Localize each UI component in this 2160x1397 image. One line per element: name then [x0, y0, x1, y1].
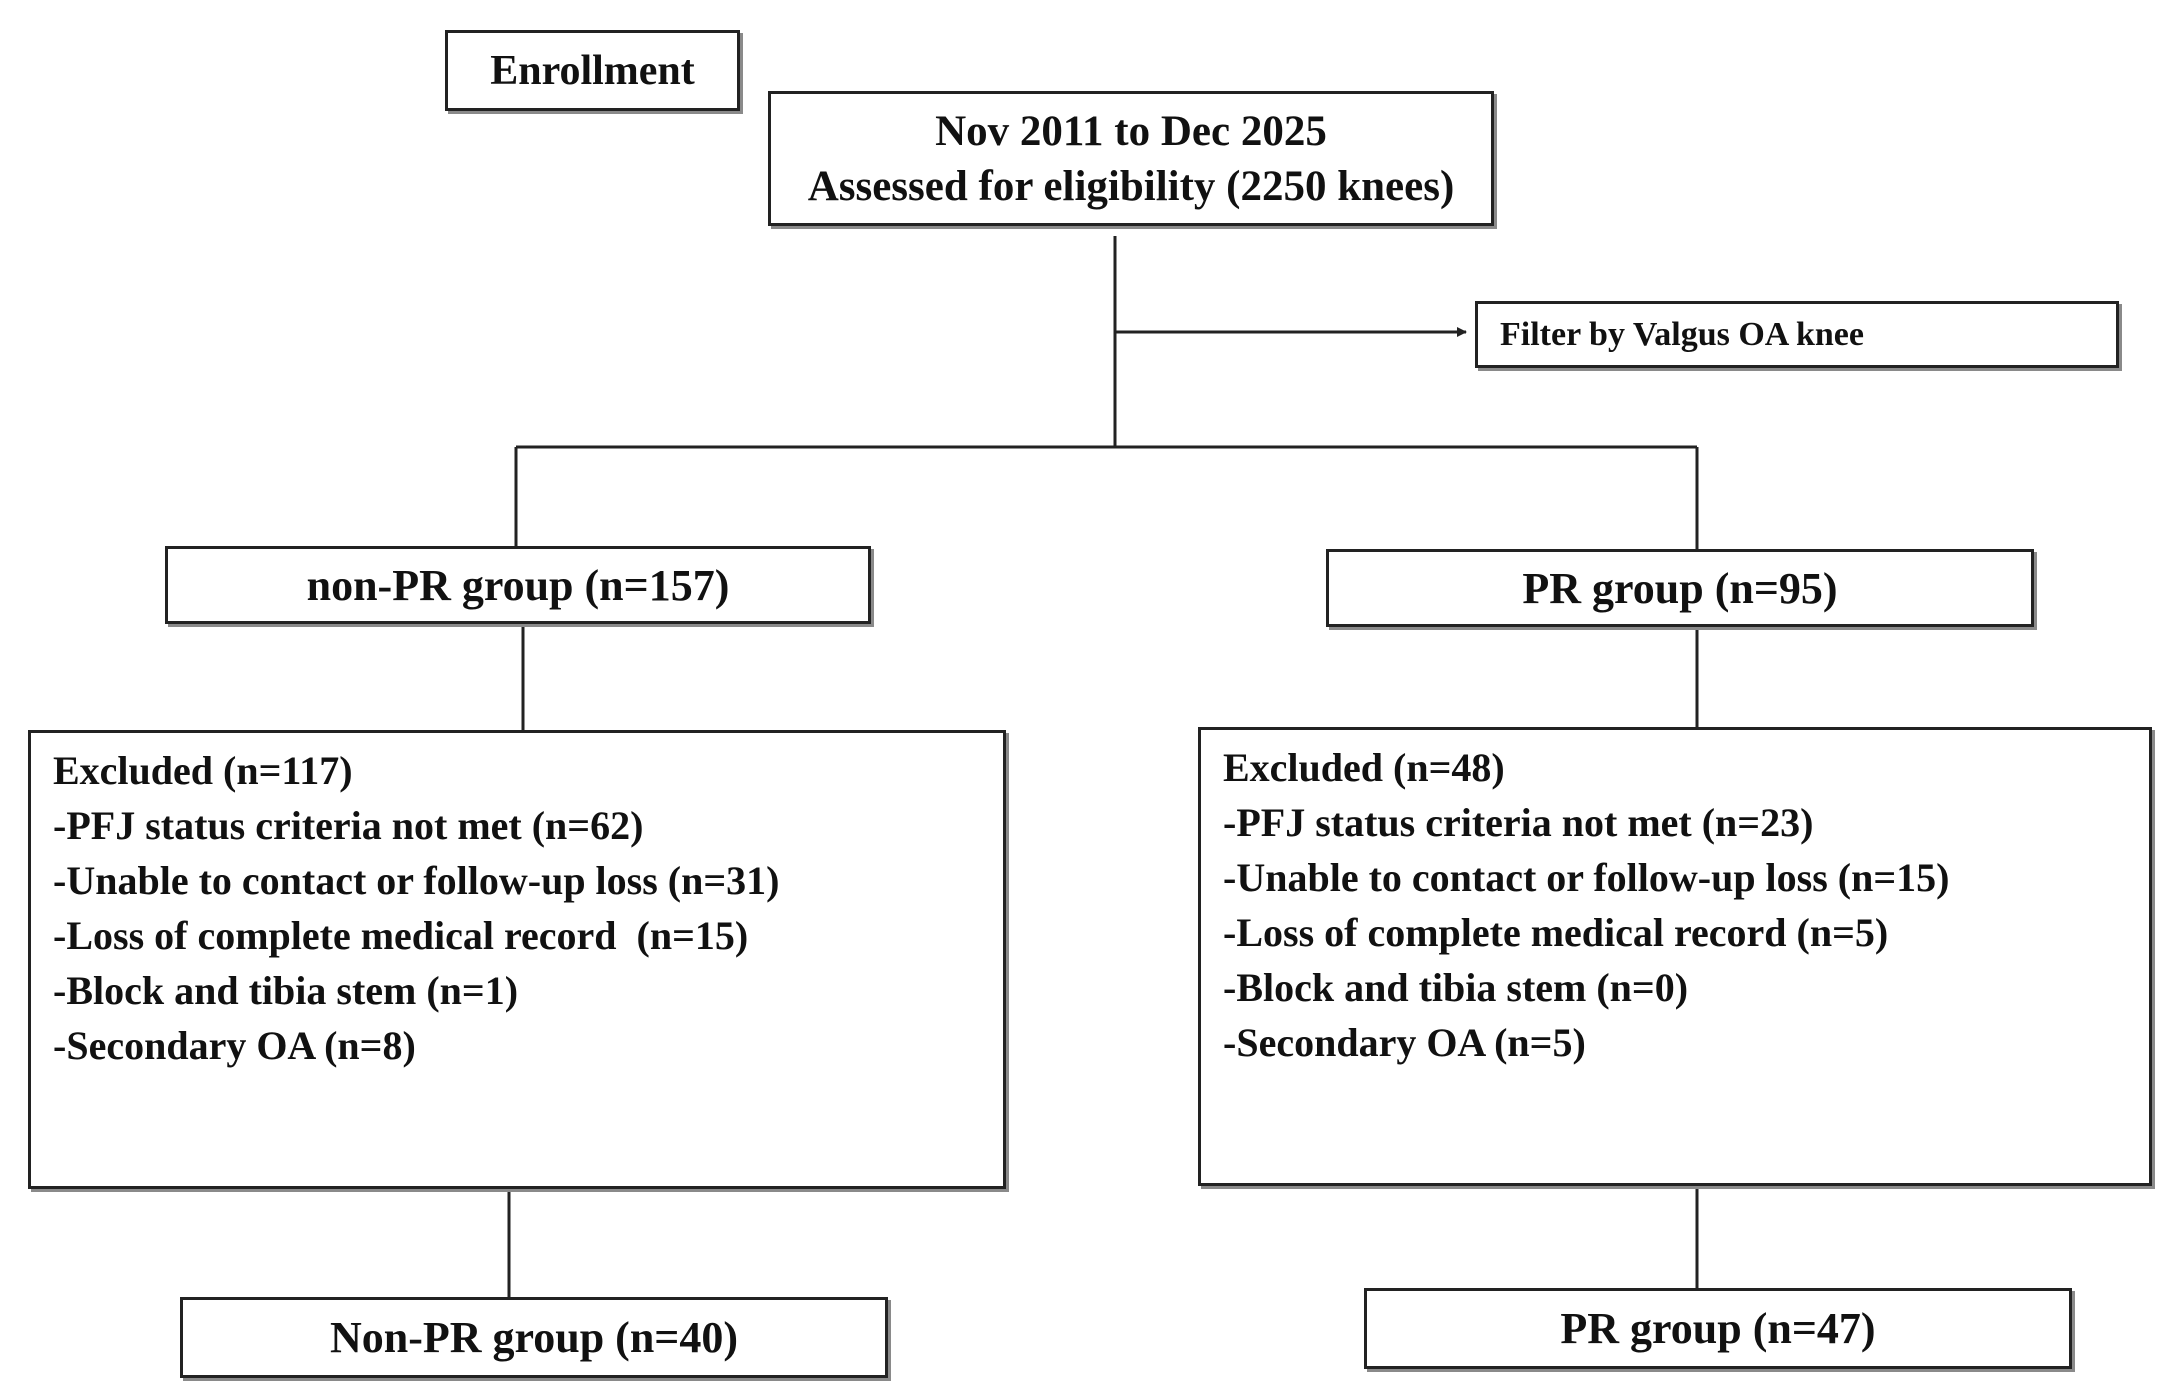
right-excluded-item: -Secondary OA (n=5)	[1223, 1020, 1586, 1065]
right-excluded-box: Excluded (n=48) -PFJ status criteria not…	[1198, 727, 2152, 1186]
non-pr-group-box: non-PR group (n=157)	[165, 546, 871, 624]
date-range-text: Nov 2011 to Dec 2025	[935, 107, 1327, 155]
pr-group-label: PR group (n=95)	[1522, 563, 1838, 613]
non-pr-final-label: Non-PR group (n=40)	[329, 1313, 739, 1362]
eligibility-text: Assessed for eligibility (2250 knees)	[807, 162, 1455, 210]
pr-group-box: PR group (n=95)	[1326, 549, 2034, 627]
left-excluded-item: -Loss of complete medical record (n=15)	[53, 913, 749, 958]
pr-final-box: PR group (n=47)	[1364, 1288, 2072, 1369]
enrollment-label: Enrollment	[490, 47, 695, 94]
left-excluded-box: Excluded (n=117) -PFJ status criteria no…	[28, 730, 1006, 1189]
left-excluded-item: -Secondary OA (n=8)	[53, 1023, 416, 1068]
right-excluded-item: -Loss of complete medical record (n=5)	[1223, 910, 1889, 955]
right-excluded-item: -PFJ status criteria not met (n=23)	[1223, 800, 1814, 845]
right-excluded-item: -Block and tibia stem (n=0)	[1223, 965, 1689, 1010]
pr-final-label: PR group (n=47)	[1560, 1304, 1876, 1353]
non-pr-group-label: non-PR group (n=157)	[306, 560, 730, 610]
assessment-box: Nov 2011 to Dec 2025 Assessed for eligib…	[768, 91, 1494, 226]
left-excluded-item: -PFJ status criteria not met (n=62)	[53, 803, 644, 848]
filter-box: Filter by Valgus OA knee	[1475, 301, 2119, 368]
non-pr-final-box: Non-PR group (n=40)	[180, 1297, 888, 1378]
left-excluded-title: Excluded (n=117)	[53, 748, 353, 793]
left-excluded-item: -Unable to contact or follow-up loss (n=…	[53, 858, 780, 903]
right-excluded-title: Excluded (n=48)	[1223, 745, 1505, 790]
enrollment-box: Enrollment	[445, 30, 740, 111]
filter-label: Filter by Valgus OA knee	[1500, 315, 1864, 353]
left-excluded-item: -Block and tibia stem (n=1)	[53, 968, 519, 1013]
right-excluded-item: -Unable to contact or follow-up loss (n=…	[1223, 855, 1950, 900]
